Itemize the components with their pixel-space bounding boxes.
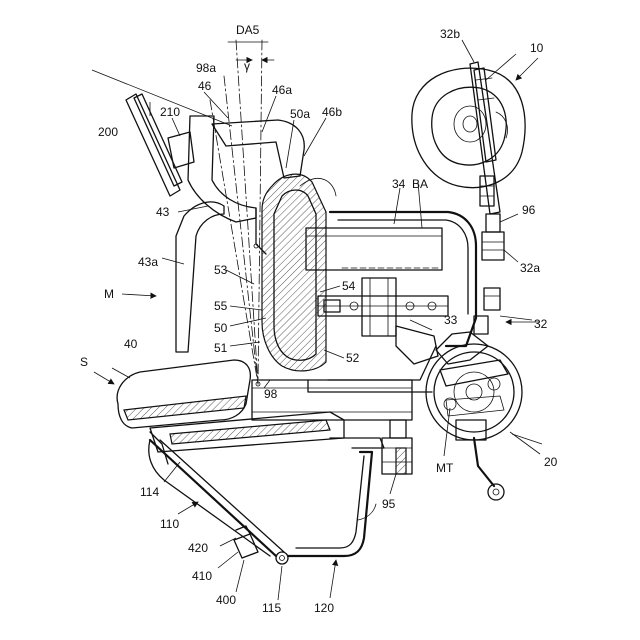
main-body-frame bbox=[306, 212, 476, 392]
label-43: 43 bbox=[156, 205, 170, 219]
label-115: 115 bbox=[262, 601, 281, 615]
label-200: 200 bbox=[98, 125, 118, 139]
label-M: M bbox=[104, 287, 114, 301]
label-34: 34 bbox=[392, 177, 406, 191]
front-wheel bbox=[412, 68, 525, 188]
label-420: 420 bbox=[188, 541, 208, 555]
label-50: 50 bbox=[214, 321, 228, 335]
label-51: 51 bbox=[214, 341, 228, 355]
label-410: 410 bbox=[192, 569, 212, 583]
label-S: S bbox=[80, 355, 88, 369]
label-98a: 98a bbox=[196, 61, 216, 75]
label-46b: 46b bbox=[322, 105, 342, 119]
label-120: 120 bbox=[314, 601, 334, 615]
label-46a: 46a bbox=[272, 83, 292, 97]
caster bbox=[382, 420, 412, 474]
label-96: 96 bbox=[522, 203, 536, 217]
label-54: 54 bbox=[342, 279, 356, 293]
backrest bbox=[262, 174, 336, 371]
label-53: 53 bbox=[214, 263, 228, 277]
label-20: 20 bbox=[544, 455, 558, 469]
label-43a: 43a bbox=[138, 255, 158, 269]
label-40: 40 bbox=[124, 337, 138, 351]
label-55: 55 bbox=[214, 299, 228, 313]
foot-pedal bbox=[234, 526, 258, 558]
label-10: 10 bbox=[530, 41, 544, 55]
label-110: 110 bbox=[160, 517, 179, 531]
label-95: 95 bbox=[382, 497, 396, 511]
label-52: 52 bbox=[346, 351, 360, 365]
label-32: 32 bbox=[534, 317, 548, 331]
rear-wheel bbox=[426, 344, 522, 440]
label-114: 114 bbox=[140, 485, 159, 499]
label-32b: 32b bbox=[440, 27, 460, 41]
steering-column bbox=[318, 278, 448, 364]
label-33: 33 bbox=[444, 313, 458, 327]
label-46: 46 bbox=[198, 79, 212, 93]
label-DA5: DA5 bbox=[236, 23, 260, 37]
label-gamma: γ bbox=[244, 59, 250, 73]
label-MT: MT bbox=[436, 461, 454, 475]
rear-frame bbox=[149, 438, 384, 564]
label-32a: 32a bbox=[520, 261, 540, 275]
label-400: 400 bbox=[216, 593, 236, 607]
label-210: 210 bbox=[160, 105, 180, 119]
label-BA: BA bbox=[412, 177, 428, 191]
label-98: 98 bbox=[264, 387, 278, 401]
seat-cushion bbox=[117, 360, 250, 428]
label-50a: 50a bbox=[290, 107, 310, 121]
